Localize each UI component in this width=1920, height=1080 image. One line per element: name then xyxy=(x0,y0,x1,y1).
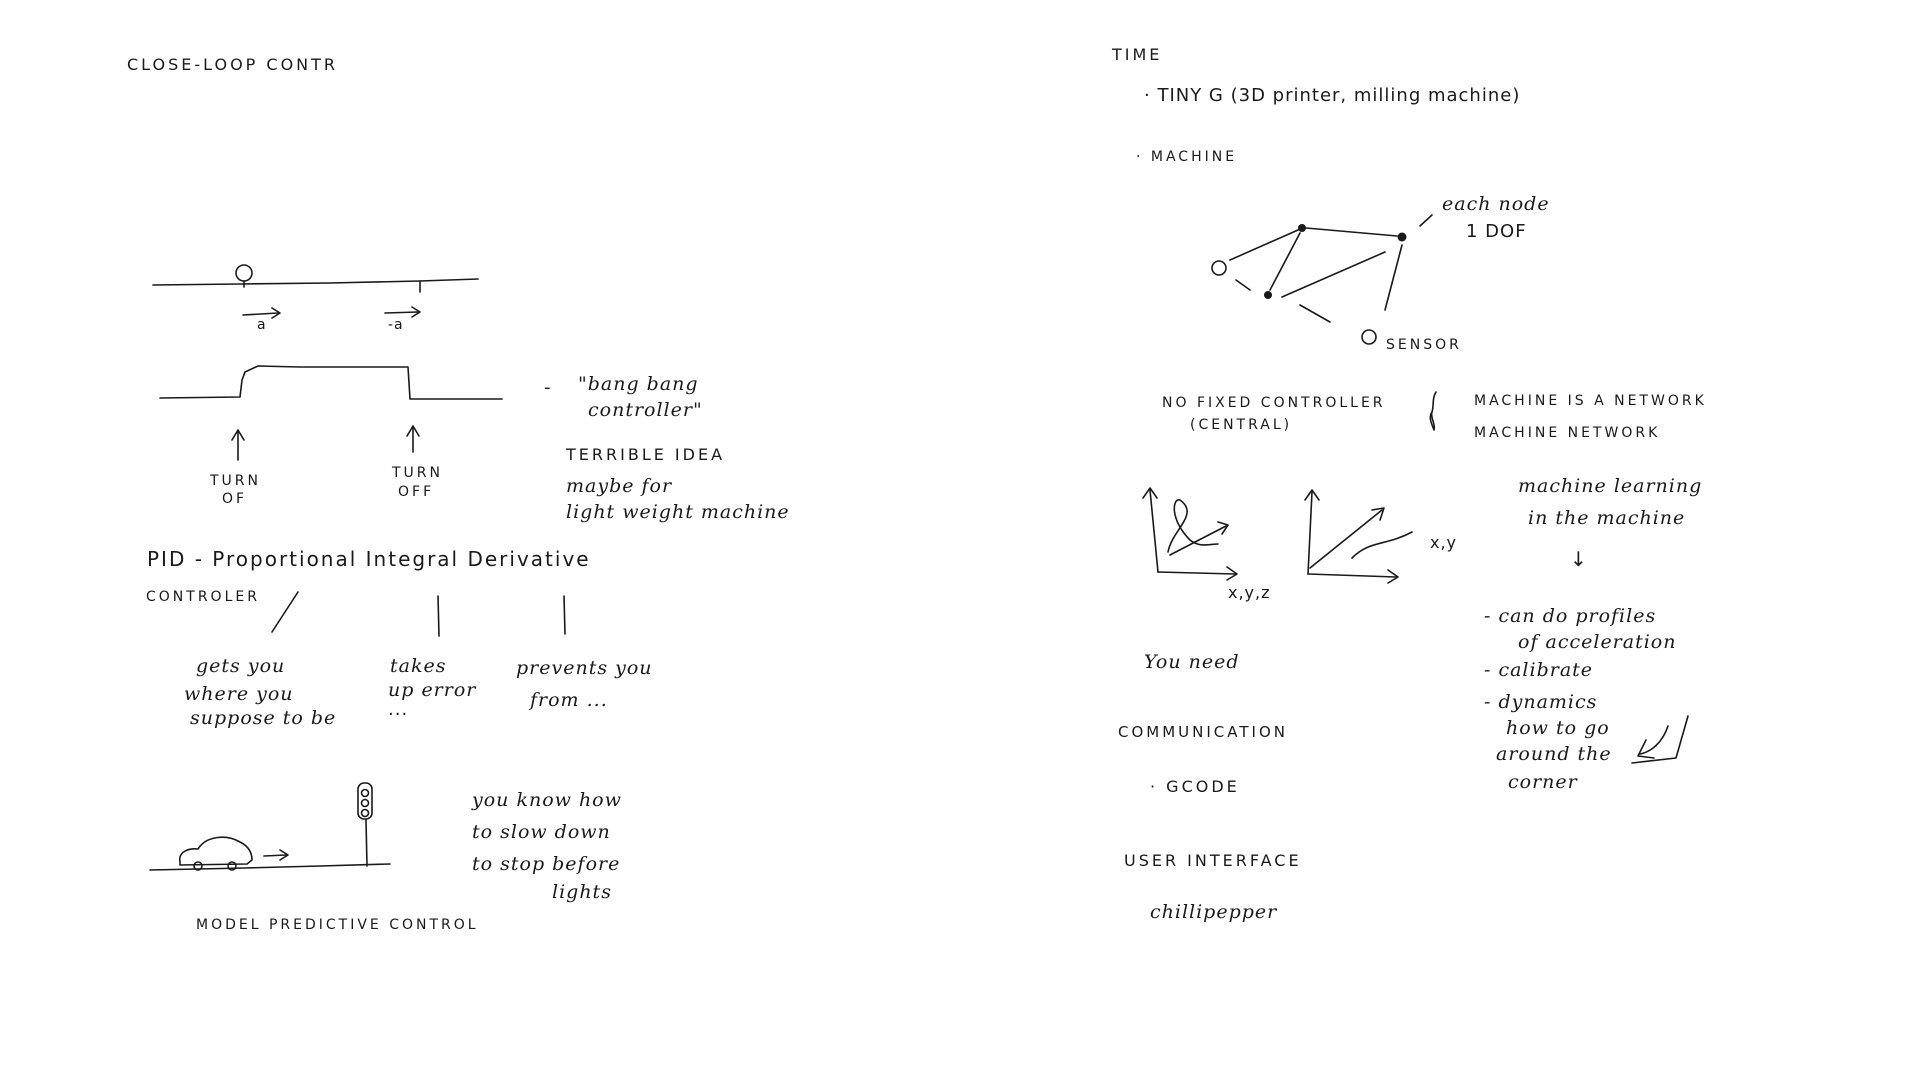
terrible-idea-label: TERRIBLE IDEA xyxy=(566,446,725,464)
arrow-down-icon: ↓ xyxy=(1570,548,1588,570)
turn-on-label-2: OF xyxy=(222,492,247,507)
benefit-how-to-go: how to go xyxy=(1506,718,1610,739)
pid-heading: PID - Proportional Integral Derivative xyxy=(147,548,591,570)
mpc-note-2: to slow down xyxy=(472,822,611,843)
up-arrows-sketch xyxy=(232,426,419,460)
integral-note-2: up error xyxy=(388,680,476,701)
ml-label-1: machine learning xyxy=(1518,476,1702,497)
integral-note-3: ... xyxy=(388,700,408,720)
proportional-note-3: suppose to be xyxy=(190,708,336,729)
right-page-title: TIME xyxy=(1112,46,1162,64)
maybe-for-label: maybe for xyxy=(566,476,672,497)
bang-bang-quote-2: controller" xyxy=(588,400,703,421)
user-interface-heading: USER INTERFACE xyxy=(1124,852,1302,870)
car-and-traffic-light-sketch xyxy=(150,783,390,870)
mpc-note-3: to stop before xyxy=(472,854,620,875)
turn-off-label-2: OFF xyxy=(398,485,434,500)
mpc-note-4: lights xyxy=(552,882,612,903)
machine-network-label: MACHINE NETWORK xyxy=(1474,426,1660,441)
derivative-note-1: prevents you xyxy=(516,658,653,679)
proportional-note-2: where you xyxy=(184,684,294,705)
machine-network-diagram xyxy=(1212,215,1432,344)
derivative-note-2: from ... xyxy=(530,690,608,711)
bracket-divider xyxy=(1430,392,1436,430)
benefit-corner: corner xyxy=(1508,772,1578,793)
benefit-profiles: - can do profiles xyxy=(1484,606,1656,627)
sensor-label: SENSOR xyxy=(1386,338,1462,353)
gcode-item: · GCODE xyxy=(1150,778,1240,796)
chilipepper-item: chillipepper xyxy=(1150,902,1277,923)
ball-on-track-sketch xyxy=(153,265,478,292)
integral-note-1: takes xyxy=(390,656,446,677)
you-need-label: You need xyxy=(1144,652,1240,673)
proportional-note-1: gets you xyxy=(196,656,285,677)
bang-bang-dash: - xyxy=(544,378,552,398)
mpc-label: MODEL PREDICTIVE CONTROL xyxy=(196,918,479,933)
xy-axes-sketch xyxy=(1305,490,1412,583)
xyz-axis-label: x,y,z xyxy=(1228,584,1271,602)
benefit-acceleration: of acceleration xyxy=(1518,632,1676,653)
xy-axis-label: x,y xyxy=(1430,534,1457,552)
tiny-g-item: · TINY G (3D printer, milling machine) xyxy=(1144,86,1520,106)
machine-item: · MACHINE xyxy=(1136,150,1237,165)
pid-controller-label: CONTROLER xyxy=(146,590,260,605)
benefit-dynamics: - dynamics xyxy=(1484,692,1597,713)
light-weight-machine-label: light weight machine xyxy=(566,502,790,523)
vector-neg-a-label: -a xyxy=(388,318,404,333)
central-label: (CENTRAL) xyxy=(1190,418,1292,433)
one-dof-label: 1 DOF xyxy=(1466,222,1527,242)
corner-arrow-sketch xyxy=(1632,716,1688,763)
pid-branch-lines xyxy=(272,592,565,636)
left-page-title: CLOSE-LOOP CONTR xyxy=(127,56,338,74)
ml-label-2: in the machine xyxy=(1528,508,1685,529)
each-node-label: each node xyxy=(1442,194,1550,215)
machine-is-network-label: MACHINE IS A NETWORK xyxy=(1474,394,1707,409)
turn-on-label-1: TURN xyxy=(210,474,261,489)
vector-a-label: a xyxy=(257,318,267,333)
mpc-note-1: you know how xyxy=(472,790,622,811)
bang-bang-quote-1: "bang bang xyxy=(578,374,699,395)
turn-off-label-1: TURN xyxy=(392,466,443,481)
communication-heading: COMMUNICATION xyxy=(1118,724,1288,741)
xyz-axes-sketch xyxy=(1143,488,1237,580)
no-fixed-controller-label: NO FIXED CONTROLLER xyxy=(1162,396,1386,411)
square-pulse-sketch xyxy=(160,366,502,399)
benefit-around-the: around the xyxy=(1496,744,1612,765)
benefit-calibrate: - calibrate xyxy=(1484,660,1593,681)
